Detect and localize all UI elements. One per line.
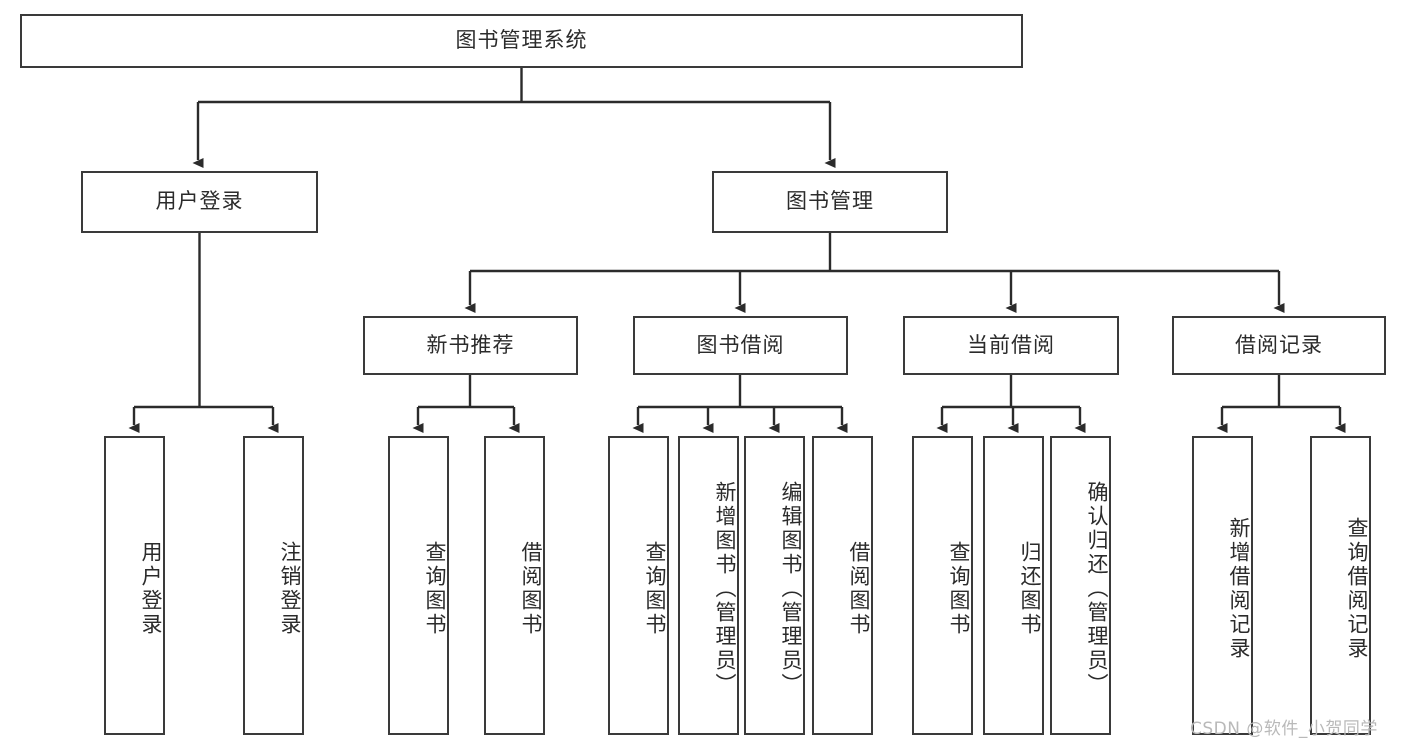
node-label: 图书借阅 xyxy=(696,332,785,357)
node-label: 用户登录 xyxy=(155,189,244,214)
node-label: 图书管理 xyxy=(786,189,874,214)
node-label: 借阅图书 xyxy=(519,540,543,637)
node-label: 编辑图书（管理员） xyxy=(779,480,803,697)
node-label: 借阅记录 xyxy=(1235,332,1323,357)
node-label: 新增图书（管理员） xyxy=(713,480,737,697)
node-label: 当前借阅 xyxy=(967,332,1055,357)
leaf-node[interactable]: 查询图书 xyxy=(388,436,449,735)
node-label: 查询图书 xyxy=(947,540,971,637)
leaf-node[interactable]: 编辑图书（管理员） xyxy=(744,436,805,735)
node-label: 查询图书 xyxy=(423,540,447,637)
node-label: 注销登录 xyxy=(278,540,302,637)
node-book-management[interactable]: 图书管理 xyxy=(712,171,948,233)
node-current-borrow[interactable]: 当前借阅 xyxy=(903,316,1119,375)
leaf-node[interactable]: 查询借阅记录 xyxy=(1310,436,1371,735)
leaf-node[interactable]: 注销登录 xyxy=(243,436,304,735)
node-label: 确认归还（管理员） xyxy=(1085,480,1109,697)
leaf-node[interactable]: 借阅图书 xyxy=(812,436,873,735)
csdn-watermark: CSDN @软件_小贺同学 xyxy=(1190,719,1378,739)
node-label: 图书管理系统 xyxy=(455,28,588,53)
node-label: 归还图书 xyxy=(1018,540,1042,637)
leaf-node[interactable]: 查询图书 xyxy=(912,436,973,735)
node-label: 查询图书 xyxy=(643,540,667,637)
node-book-borrow[interactable]: 图书借阅 xyxy=(633,316,848,375)
node-root-system[interactable]: 图书管理系统 xyxy=(20,14,1023,68)
node-user-login[interactable]: 用户登录 xyxy=(81,171,318,233)
node-label: 新书推荐 xyxy=(426,332,515,357)
leaf-node[interactable]: 新增借阅记录 xyxy=(1192,436,1253,735)
node-label: 查询借阅记录 xyxy=(1345,516,1369,661)
node-borrow-record[interactable]: 借阅记录 xyxy=(1172,316,1386,375)
leaf-node[interactable]: 新增图书（管理员） xyxy=(678,436,739,735)
node-label: 用户登录 xyxy=(139,540,163,637)
node-label: 借阅图书 xyxy=(847,540,871,637)
leaf-node[interactable]: 查询图书 xyxy=(608,436,669,735)
node-new-book-recommend[interactable]: 新书推荐 xyxy=(363,316,578,375)
leaf-node[interactable]: 确认归还（管理员） xyxy=(1050,436,1111,735)
leaf-node[interactable]: 借阅图书 xyxy=(484,436,545,735)
leaf-node[interactable]: 用户登录 xyxy=(104,436,165,735)
leaf-node[interactable]: 归还图书 xyxy=(983,436,1044,735)
node-label: 新增借阅记录 xyxy=(1227,516,1251,661)
